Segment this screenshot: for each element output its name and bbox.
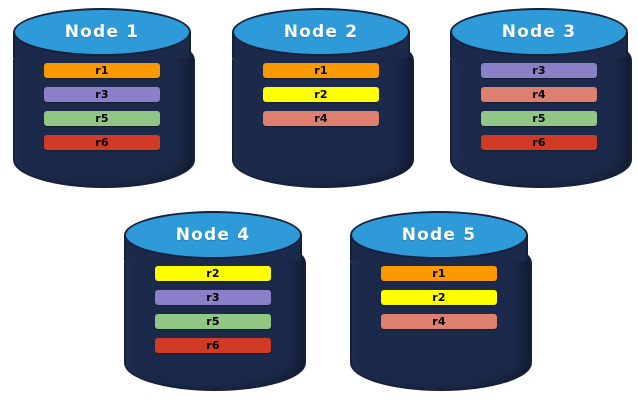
replica-bar-r1[interactable]: r1 — [381, 266, 497, 281]
replica-bar-r4[interactable]: r4 — [481, 87, 597, 102]
database-node-4[interactable]: Node 4 r2 r3 r5 r6 — [124, 211, 306, 391]
node-title: Node 2 — [283, 21, 359, 42]
replica-bar-r6[interactable]: r6 — [155, 338, 271, 353]
replica-bar-r4[interactable]: r4 — [381, 314, 497, 329]
replica-label: r4 — [314, 112, 328, 125]
replica-label: r6 — [206, 339, 220, 352]
replica-bar-r5[interactable]: r5 — [481, 111, 597, 126]
replica-label: r5 — [532, 112, 546, 125]
replica-bar-r4[interactable]: r4 — [263, 111, 379, 126]
node-title: Node 5 — [401, 224, 477, 245]
replica-bar-r2[interactable]: r2 — [155, 266, 271, 281]
node-title: Node 3 — [501, 21, 577, 42]
database-node-5[interactable]: Node 5 r1 r2 r4 — [350, 211, 532, 391]
replica-label: r6 — [532, 136, 546, 149]
replica-label: r3 — [532, 64, 546, 77]
cylinder-body — [350, 235, 532, 391]
database-node-1[interactable]: Node 1 r1 r3 r5 r6 — [13, 8, 195, 188]
replica-bar-r1[interactable]: r1 — [263, 63, 379, 78]
cylinder-top-ellipse: Node 3 — [450, 8, 628, 56]
replica-label: r2 — [432, 291, 446, 304]
replica-label: r1 — [95, 64, 109, 77]
replica-label: r2 — [314, 88, 328, 101]
replica-list: r1 r2 r4 — [232, 63, 410, 126]
replica-bar-r3[interactable]: r3 — [155, 290, 271, 305]
replica-bar-r6[interactable]: r6 — [44, 135, 160, 150]
replica-label: r3 — [206, 291, 220, 304]
cylinder-body — [124, 235, 306, 391]
replica-label: r1 — [314, 64, 328, 77]
replica-bar-r3[interactable]: r3 — [44, 87, 160, 102]
replica-label: r4 — [432, 315, 446, 328]
replica-bar-r5[interactable]: r5 — [155, 314, 271, 329]
replica-list: r1 r3 r5 r6 — [13, 63, 191, 150]
database-node-2[interactable]: Node 2 r1 r2 r4 — [232, 8, 414, 188]
replica-list: r2 r3 r5 r6 — [124, 266, 302, 353]
node-title: Node 1 — [64, 21, 140, 42]
replica-label: r3 — [95, 88, 109, 101]
cylinder-body — [450, 32, 632, 188]
replica-bar-r6[interactable]: r6 — [481, 135, 597, 150]
replica-bar-r3[interactable]: r3 — [481, 63, 597, 78]
database-node-3[interactable]: Node 3 r3 r4 r5 r6 — [450, 8, 632, 188]
replica-label: r1 — [432, 267, 446, 280]
cylinder-top-ellipse: Node 2 — [232, 8, 410, 56]
replica-list: r1 r2 r4 — [350, 266, 528, 329]
replica-label: r6 — [95, 136, 109, 149]
replica-bar-r1[interactable]: r1 — [44, 63, 160, 78]
cylinder-top-ellipse: Node 4 — [124, 211, 302, 259]
replica-label: r5 — [206, 315, 220, 328]
cylinder-top-ellipse: Node 5 — [350, 211, 528, 259]
replica-label: r4 — [532, 88, 546, 101]
replica-bar-r5[interactable]: r5 — [44, 111, 160, 126]
replica-bar-r2[interactable]: r2 — [263, 87, 379, 102]
cylinder-top-ellipse: Node 1 — [13, 8, 191, 56]
replica-label: r2 — [206, 267, 220, 280]
replica-label: r5 — [95, 112, 109, 125]
replica-bar-r2[interactable]: r2 — [381, 290, 497, 305]
node-title: Node 4 — [175, 224, 251, 245]
replica-list: r3 r4 r5 r6 — [450, 63, 628, 150]
